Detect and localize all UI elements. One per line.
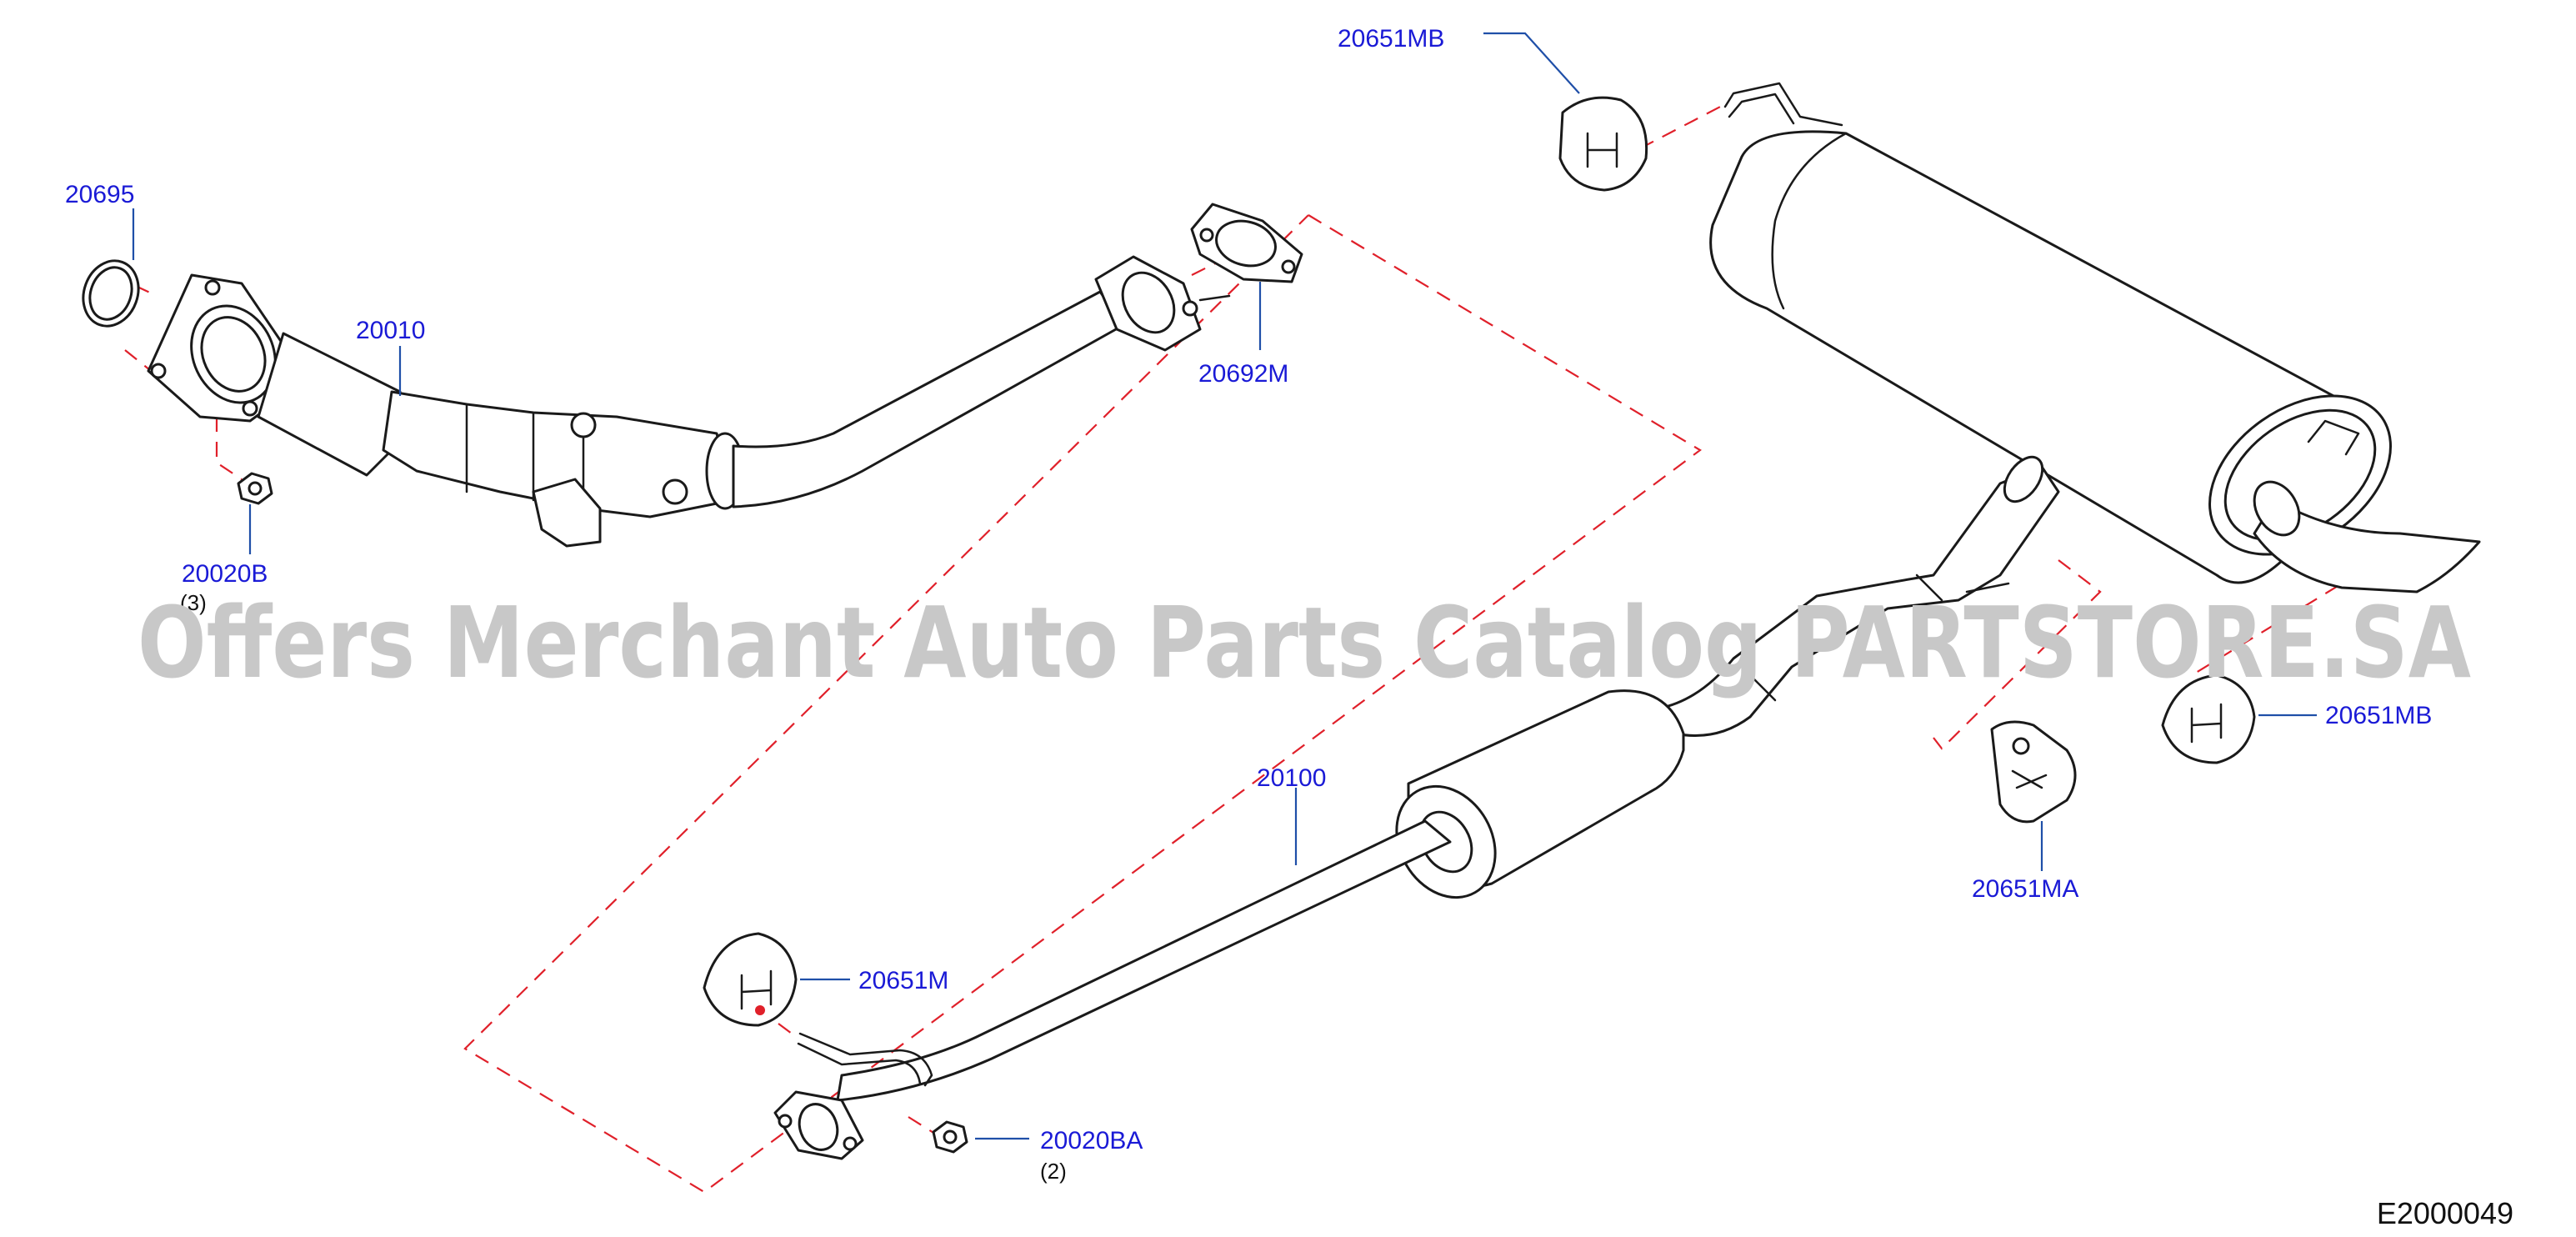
- front-pipe-20010: [147, 255, 1231, 548]
- callout-20692M: 20692M: [1198, 360, 1288, 388]
- callout-20020BA-qty: (2): [1040, 1159, 1067, 1184]
- callout-20010: 20010: [356, 317, 425, 344]
- rubber-mount-20651M: [703, 932, 798, 1027]
- ring-gasket-20695: [82, 259, 140, 328]
- center-pipe-20100: [773, 455, 2060, 1160]
- figure-code: E2000049: [2377, 1196, 2513, 1230]
- callout-20651MA: 20651MA: [1972, 875, 2078, 903]
- callout-20020BA: 20020BA: [1040, 1127, 1143, 1154]
- rubber-mount-20651MB-right: [2161, 674, 2256, 764]
- rubber-mount-20651MB-top: [1558, 96, 1648, 192]
- watermark-text: Offers Merchant Auto Parts Catalog PARTS…: [138, 585, 2471, 700]
- leader-lines: [132, 32, 2317, 1140]
- hanger-20651MA: [1990, 720, 2077, 824]
- callout-20651MB-top: 20651MB: [1338, 25, 1444, 53]
- callout-20020B: 20020B: [182, 560, 268, 588]
- nut-20020B: [237, 472, 273, 505]
- main-muffler: [1709, 82, 2481, 593]
- callout-labels: 20695 20010 20020B (3) 20692M 20651MB 20…: [65, 25, 2432, 1184]
- callout-20100: 20100: [1257, 764, 1326, 792]
- nut-20020BA: [932, 1120, 968, 1154]
- gasket-20692M: [1190, 203, 1303, 283]
- callout-20020B-qty: (3): [180, 590, 207, 615]
- callout-20651MB-right: 20651MB: [2325, 702, 2432, 729]
- callout-20651M: 20651M: [858, 967, 948, 994]
- callout-20695: 20695: [65, 181, 134, 208]
